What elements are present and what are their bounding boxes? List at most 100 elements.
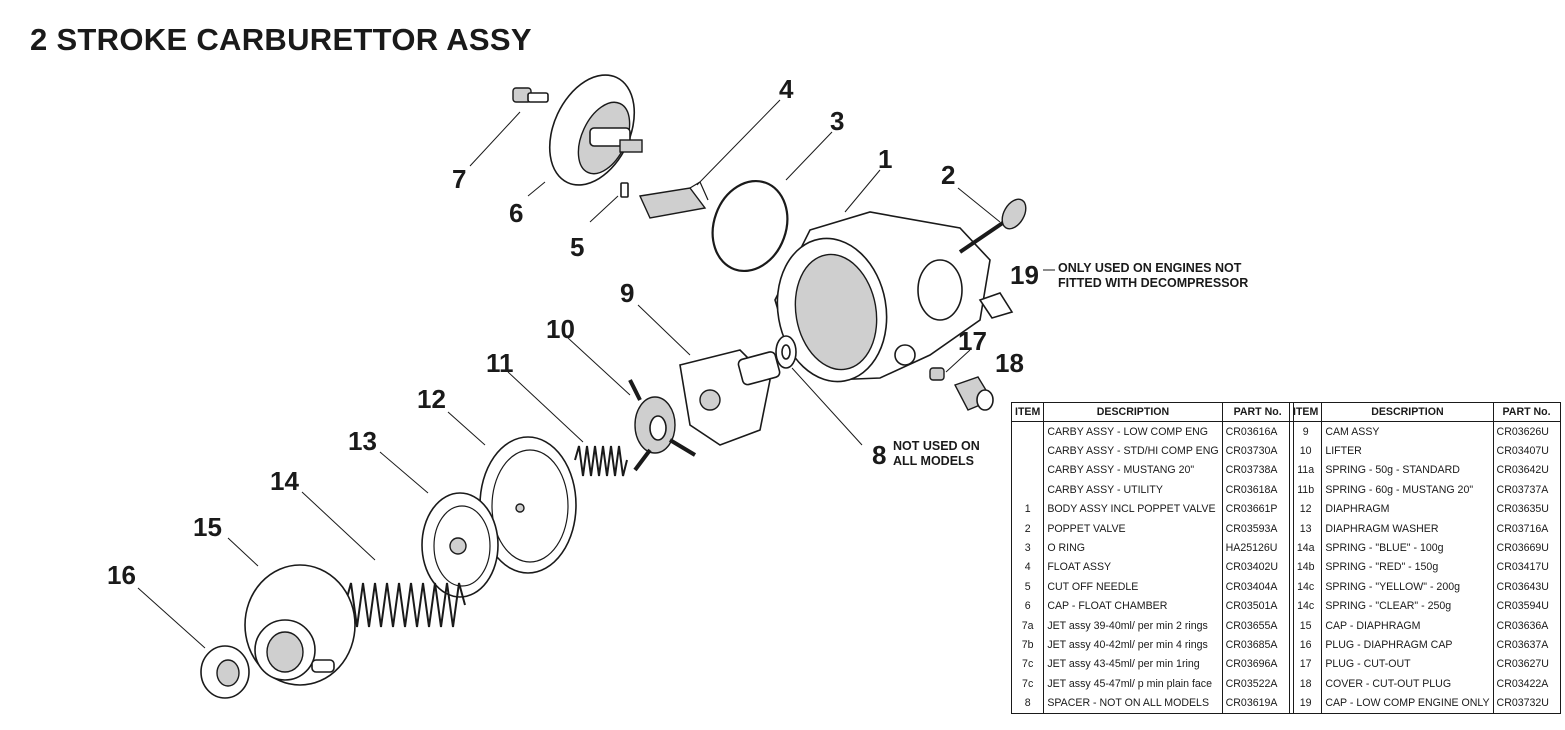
cell-part-no: CR03669U [1492, 538, 1561, 558]
callout-17: 17 [958, 326, 987, 356]
part-17-plug [929, 367, 945, 381]
cell-part-no: CR03417U [1492, 557, 1561, 578]
cell-item: 11b [1288, 480, 1323, 500]
part-5-needle [620, 182, 629, 198]
cell-item: 13 [1288, 518, 1323, 539]
cell-item: 2 [1010, 518, 1045, 539]
cell-item [1010, 480, 1045, 500]
page-title: 2 STROKE CARBURETTOR ASSY [30, 22, 532, 57]
cell-description: PLUG - DIAPHRAGM CAP [1321, 635, 1494, 655]
cell-part-no: CR03636A [1492, 615, 1561, 636]
cell-item: 9 [1288, 421, 1323, 442]
cell-description: CUT OFF NEEDLE [1043, 577, 1223, 597]
callout-8: 8 [872, 440, 886, 470]
cell-item: 12 [1288, 499, 1323, 519]
cell-item: 14a [1288, 538, 1323, 558]
cell-description: O RING [1043, 538, 1223, 558]
cell-part-no: CR03618A [1221, 480, 1294, 500]
cell-part-no: CR03522A [1221, 674, 1294, 694]
cell-item: 14c [1288, 577, 1323, 597]
callout-12: 12 [417, 384, 446, 414]
part-4-float [638, 181, 709, 219]
cell-description: PLUG - CUT-OUT [1321, 654, 1494, 675]
cell-description: SPRING - 60g - MUSTANG 20" [1321, 480, 1494, 500]
cell-description: CARBY ASSY - LOW COMP ENG [1043, 421, 1223, 442]
cell-part-no: CR03642U [1492, 460, 1561, 481]
note-19-line1: ONLY USED ON ENGINES NOT [1058, 261, 1242, 275]
cell-part-no: CR03737A [1492, 480, 1561, 500]
cell-description: SPRING - 50g - STANDARD [1321, 460, 1494, 481]
cell-item: 7b [1010, 635, 1045, 655]
cell-part-no: HA25126U [1221, 538, 1294, 558]
cell-description: DIAPHRAGM WASHER [1321, 518, 1494, 539]
part-14-spring [344, 582, 466, 628]
cell-part-no: CR03696A [1221, 654, 1294, 675]
cell-description: CAP - FLOAT CHAMBER [1043, 596, 1223, 616]
cell-description: SPRING - "CLEAR" - 250g [1321, 596, 1494, 616]
table-row: CARBY ASSY - MUSTANG 20"CR03738A [1010, 460, 1294, 481]
cell-description: FLOAT ASSY [1043, 557, 1223, 578]
cell-part-no: CR03626U [1492, 421, 1561, 442]
cell-part-no: CR03619A [1221, 693, 1294, 714]
cell-item [1010, 441, 1045, 461]
cell-part-no: CR03732U [1492, 693, 1561, 714]
cell-description: DIAPHRAGM [1321, 499, 1494, 519]
cell-description: CARBY ASSY - MUSTANG 20" [1043, 460, 1223, 481]
cell-part-no: CR03661P [1221, 499, 1294, 519]
cell-item: 3 [1010, 538, 1045, 558]
leader-lines [137, 99, 1055, 649]
cell-part-no: CR03407U [1492, 441, 1561, 461]
cell-description: SPACER - NOT ON ALL MODELS [1043, 693, 1223, 714]
cell-description: JET assy 40-42ml/ per min 4 rings [1043, 635, 1223, 655]
callout-11: 11 [486, 348, 514, 378]
part-18-cover [954, 376, 994, 411]
cell-description: SPRING - "RED" - 150g [1321, 557, 1494, 578]
cell-description: CARBY ASSY - UTILITY [1043, 480, 1223, 500]
cell-description: CARBY ASSY - STD/HI COMP ENG [1043, 441, 1223, 461]
header-part-no: PART No. [1492, 402, 1561, 422]
part-8-spacer [775, 335, 797, 369]
callout-5: 5 [570, 232, 584, 262]
callout-16: 16 [107, 560, 136, 590]
cell-part-no: CR03643U [1492, 577, 1561, 597]
part-1-body [774, 211, 991, 383]
cell-item: 5 [1010, 577, 1045, 597]
parts-table-left: ITEM DESCRIPTION PART No. CARBY ASSY - L… [1010, 402, 1294, 714]
cell-part-no: CR03627U [1492, 654, 1561, 675]
header-description: DESCRIPTION [1043, 402, 1223, 422]
cell-description: COVER - CUT-OUT PLUG [1321, 674, 1494, 694]
cell-part-no: CR03730A [1221, 441, 1294, 461]
cell-item: 6 [1010, 596, 1045, 616]
cell-part-no: CR03635U [1492, 499, 1561, 519]
cell-item: 8 [1010, 693, 1045, 714]
note-19-line2: FITTED WITH DECOMPRESSOR [1058, 276, 1248, 290]
cell-part-no: CR03685A [1221, 635, 1294, 655]
part-15-diaphragm-cap [244, 564, 356, 686]
cell-part-no: CR03593A [1221, 518, 1294, 539]
cell-item: 14b [1288, 557, 1323, 578]
cell-part-no: CR03402U [1221, 557, 1294, 578]
part-13-washer [421, 492, 499, 598]
cell-description: LIFTER [1321, 441, 1494, 461]
cell-item: 1 [1010, 499, 1045, 519]
callout-14: 14 [270, 466, 299, 496]
callout-7: 7 [452, 164, 466, 194]
